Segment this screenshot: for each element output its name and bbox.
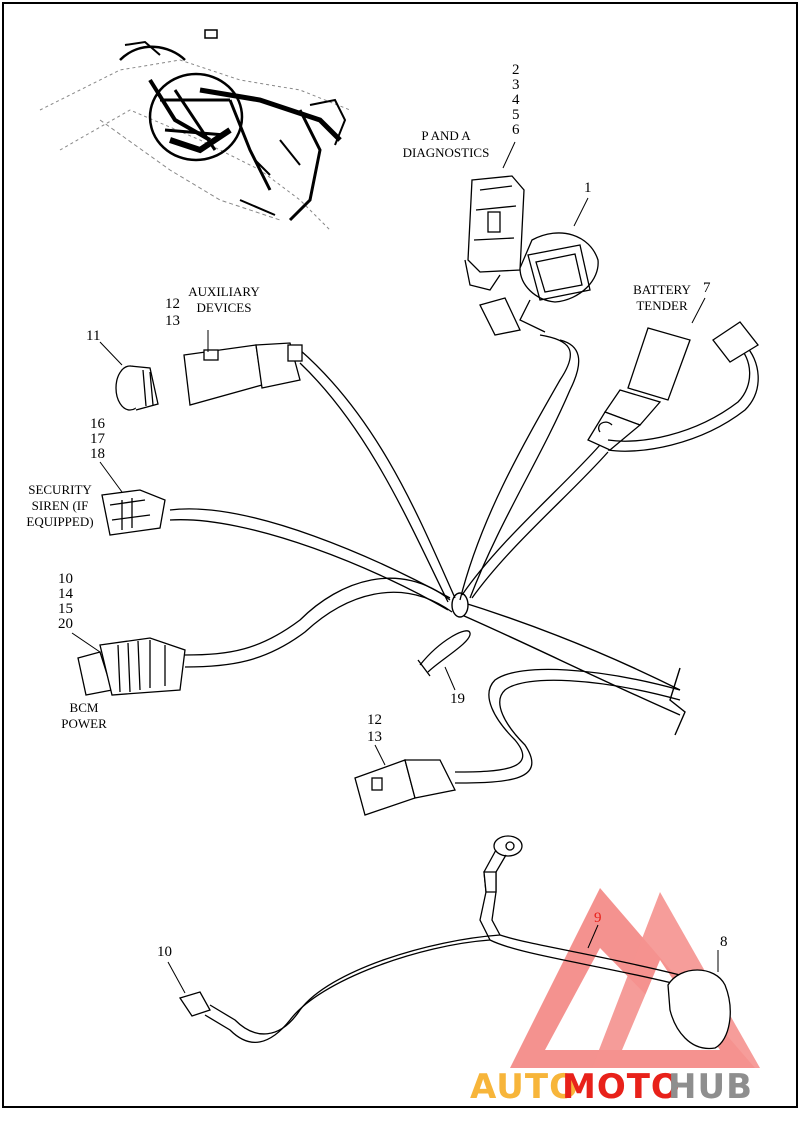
callout-16: 16 xyxy=(90,416,106,432)
svg-text:SECURITY: SECURITY xyxy=(28,482,92,497)
callout-10: 10 xyxy=(58,571,73,587)
svg-text:AUXILIARY: AUXILIARY xyxy=(188,284,260,299)
callout-13: 13 xyxy=(367,729,382,745)
svg-text:BCM: BCM xyxy=(70,700,99,715)
strap-19 xyxy=(417,630,471,677)
callout-2: 2 xyxy=(512,62,520,78)
svg-text:P AND A: P AND A xyxy=(421,128,471,143)
label-security-siren: SECURITY SIREN (IF EQUIPPED) xyxy=(26,482,93,529)
svg-text:AUTO: AUTO xyxy=(470,1067,579,1107)
callout-8: 8 xyxy=(720,934,728,950)
callout-4: 4 xyxy=(512,92,520,108)
vehicle-inset-drawing xyxy=(39,29,351,231)
callout-10-14-15-20: 10 14 15 20 xyxy=(58,571,74,632)
label-p-and-a-diagnostics: P AND A DIAGNOSTICS xyxy=(403,128,490,160)
callout-12: 12 xyxy=(165,296,180,312)
connector-1 xyxy=(519,232,599,333)
svg-text:SIREN (IF: SIREN (IF xyxy=(32,498,89,513)
callout-11: 11 xyxy=(86,328,100,344)
callout-16-18: 16 17 18 xyxy=(90,416,106,462)
svg-text:HUB: HUB xyxy=(668,1067,753,1107)
battery-tender-connector xyxy=(587,321,759,452)
svg-text:BATTERY: BATTERY xyxy=(633,282,691,297)
page-border xyxy=(2,2,798,1108)
svg-text:TENDER: TENDER xyxy=(636,298,688,313)
callout-17: 17 xyxy=(90,431,106,447)
bcm-power-connector xyxy=(77,637,186,696)
callout-14: 14 xyxy=(58,586,74,602)
callout-10: 10 xyxy=(157,944,172,960)
callout-12-13-lower: 12 13 xyxy=(367,712,382,745)
security-siren-connector xyxy=(101,489,166,536)
callout-6: 6 xyxy=(512,122,520,138)
callout-13: 13 xyxy=(165,313,180,329)
plug-11 xyxy=(115,365,159,411)
svg-text:MOTO: MOTO xyxy=(562,1067,681,1107)
callout-1: 1 xyxy=(584,180,592,196)
callout-12: 12 xyxy=(367,712,382,728)
callout-19: 19 xyxy=(450,691,465,707)
svg-text:DIAGNOSTICS: DIAGNOSTICS xyxy=(403,145,490,160)
callout-9: 9 xyxy=(594,910,602,926)
lower-12-13-connector xyxy=(354,759,456,816)
auxiliary-connector xyxy=(183,342,303,406)
svg-text:POWER: POWER xyxy=(61,716,107,731)
callout-18: 18 xyxy=(90,446,105,462)
svg-text:DEVICES: DEVICES xyxy=(197,300,252,315)
main-harness xyxy=(169,334,686,784)
label-auxiliary-devices: AUXILIARY DEVICES xyxy=(188,284,260,315)
label-bcm-power: BCM POWER xyxy=(61,700,107,731)
callout-15: 15 xyxy=(58,601,73,617)
callout-12-13-aux: 12 13 xyxy=(165,296,180,329)
battery-cable xyxy=(178,835,731,1050)
svg-text:EQUIPPED): EQUIPPED) xyxy=(26,514,93,529)
callout-2-6: 2 3 4 5 6 xyxy=(512,62,520,138)
leader-lines xyxy=(71,141,719,994)
callout-7: 7 xyxy=(703,280,711,296)
label-battery-tender: BATTERY TENDER xyxy=(633,282,691,313)
watermark-logo: AUTO MOTO HUB xyxy=(470,1067,753,1107)
callout-5: 5 xyxy=(512,107,520,123)
callout-3: 3 xyxy=(512,77,520,93)
callout-20: 20 xyxy=(58,616,73,632)
